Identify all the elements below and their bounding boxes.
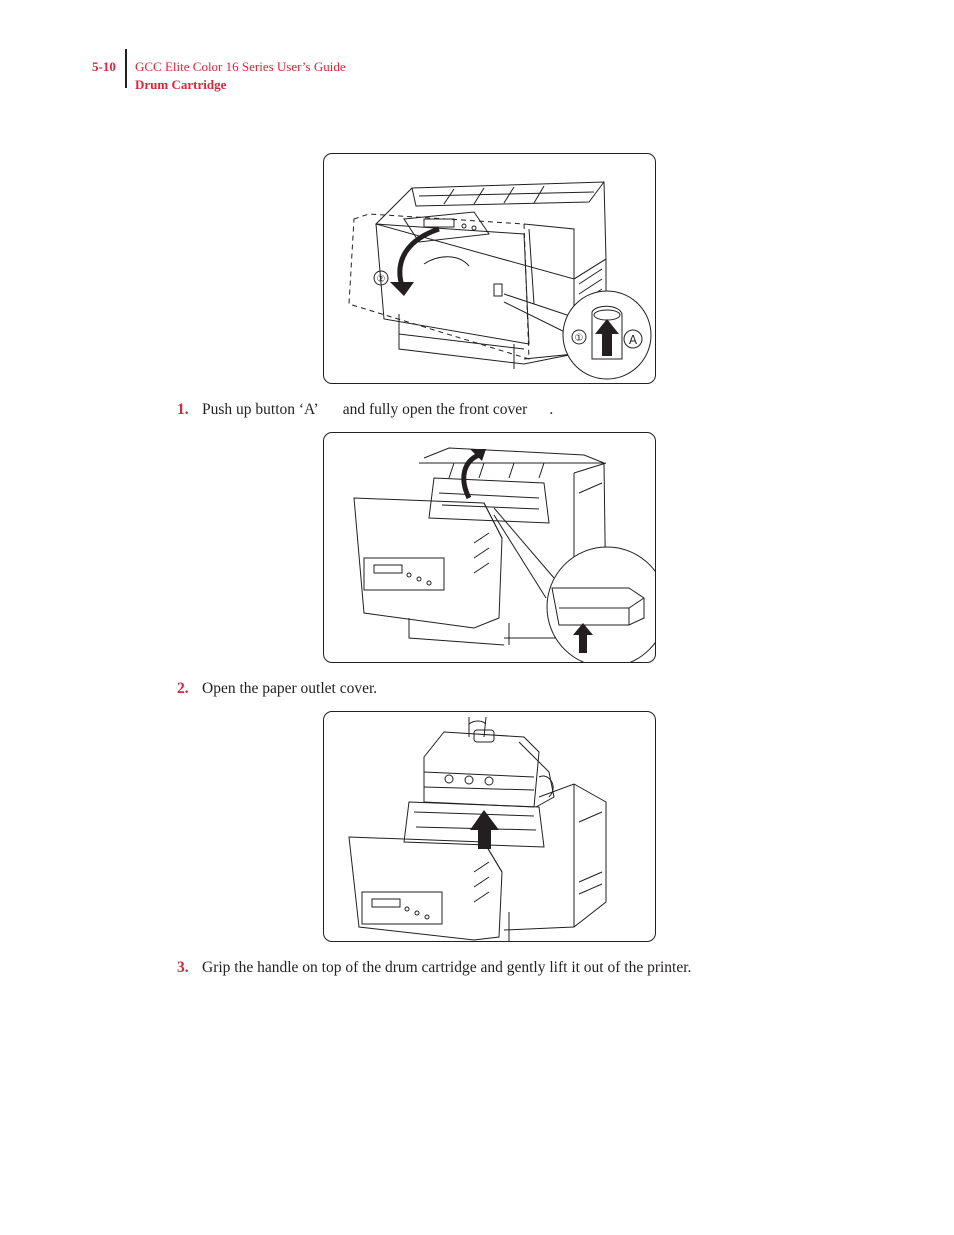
step-1-text-a: Push up button ‘A’ (202, 401, 319, 418)
step-1-text-c: . (549, 401, 554, 418)
step-2: 2. Open the paper outlet cover. (177, 680, 377, 698)
step-3-text: Grip the handle on top of the drum cartr… (202, 959, 692, 976)
step-3-number: 3. (177, 959, 189, 976)
guide-title: GCC Elite Color 16 Series User’s Guide (135, 59, 346, 74)
step-2-number: 2. (177, 680, 189, 697)
figure-lift-drum-cartridge (323, 711, 656, 942)
step-2-text: Open the paper outlet cover. (202, 680, 378, 697)
step-1-number: 1. (177, 401, 189, 418)
callout-1: ① (575, 333, 584, 344)
button-a-label: A (629, 333, 638, 347)
figure-open-front-cover: ② ① A (323, 153, 656, 384)
step-3: 3. Grip the handle on top of the drum car… (177, 959, 691, 977)
step-1-text-b: and fully open the front cover (342, 401, 528, 418)
section-title: Drum Cartridge (135, 77, 227, 92)
step-1: 1. Push up button ‘A’ and fully open the f… (177, 401, 553, 419)
figure-open-outlet-cover (323, 432, 656, 663)
header-divider (125, 49, 127, 88)
page-number: 5-10 (92, 59, 116, 74)
callout-2: ② (377, 274, 386, 285)
